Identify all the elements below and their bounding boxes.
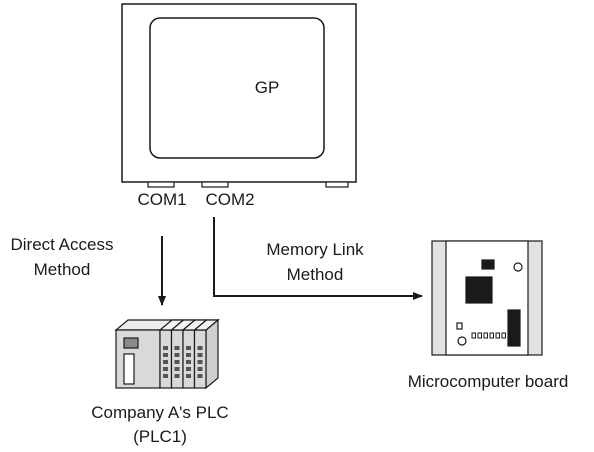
- com1-label: COM1: [137, 190, 187, 209]
- com2-port-tab: [201, 181, 229, 188]
- memory-link-label-line1: Memory Link: [266, 240, 364, 259]
- foot-tab: [325, 181, 349, 188]
- microcomputer-board-label: Microcomputer board: [407, 372, 569, 391]
- memory-link-arrow: [213, 217, 423, 300]
- gp-label: GP: [254, 78, 280, 97]
- gp-screen: [149, 17, 325, 159]
- microcomputer-board-icon: [431, 240, 543, 356]
- gp-unit: [121, 3, 357, 188]
- direct-access-label-line2: Method: [33, 260, 91, 279]
- direct-access-label-line1: Direct Access: [10, 235, 114, 254]
- plc-label-line2: (PLC1): [133, 427, 187, 446]
- memory-link-label-line2: Method: [286, 265, 344, 284]
- plc-icon: [114, 318, 220, 390]
- com1-port-tab: [147, 181, 175, 188]
- com2-label: COM2: [205, 190, 255, 209]
- plc-label-line1: Company A's PLC: [91, 403, 229, 422]
